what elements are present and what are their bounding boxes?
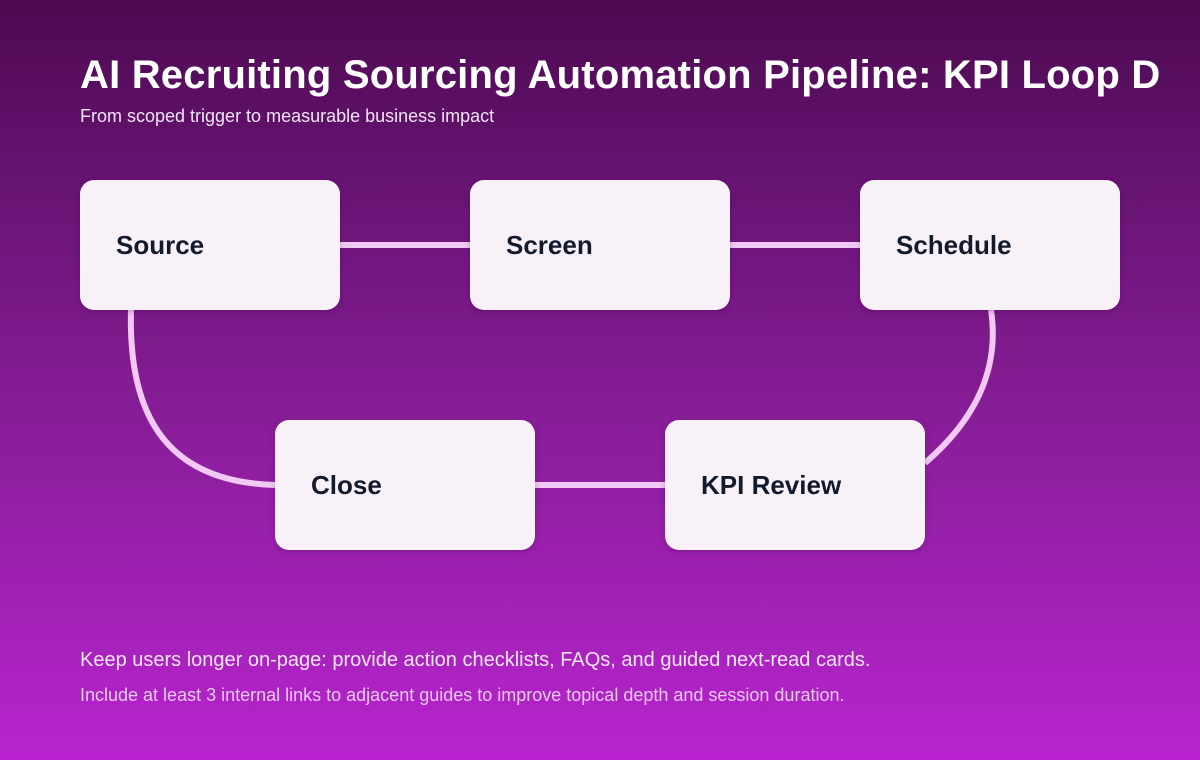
node-kpi-review: KPI Review xyxy=(665,420,925,550)
node-screen-label: Screen xyxy=(506,229,593,260)
page-title: AI Recruiting Sourcing Automation Pipeli… xyxy=(80,53,1161,97)
footer-note-secondary: Include at least 3 internal links to adj… xyxy=(80,685,845,705)
page-subtitle: From scoped trigger to measurable busine… xyxy=(80,106,495,126)
connector-close-source xyxy=(127,309,276,488)
node-schedule: Schedule xyxy=(860,180,1120,310)
node-schedule-label: Schedule xyxy=(896,229,1012,260)
node-source: Source xyxy=(80,180,340,310)
node-close: Close xyxy=(275,420,535,550)
node-kpi-review-label: KPI Review xyxy=(701,469,842,500)
node-close-label: Close xyxy=(311,469,382,500)
footer-note-primary: Keep users longer on-page: provide actio… xyxy=(80,649,871,671)
node-screen: Screen xyxy=(470,180,730,310)
node-source-label: Source xyxy=(116,229,205,260)
connector-schedule-kpi-review xyxy=(923,309,996,466)
